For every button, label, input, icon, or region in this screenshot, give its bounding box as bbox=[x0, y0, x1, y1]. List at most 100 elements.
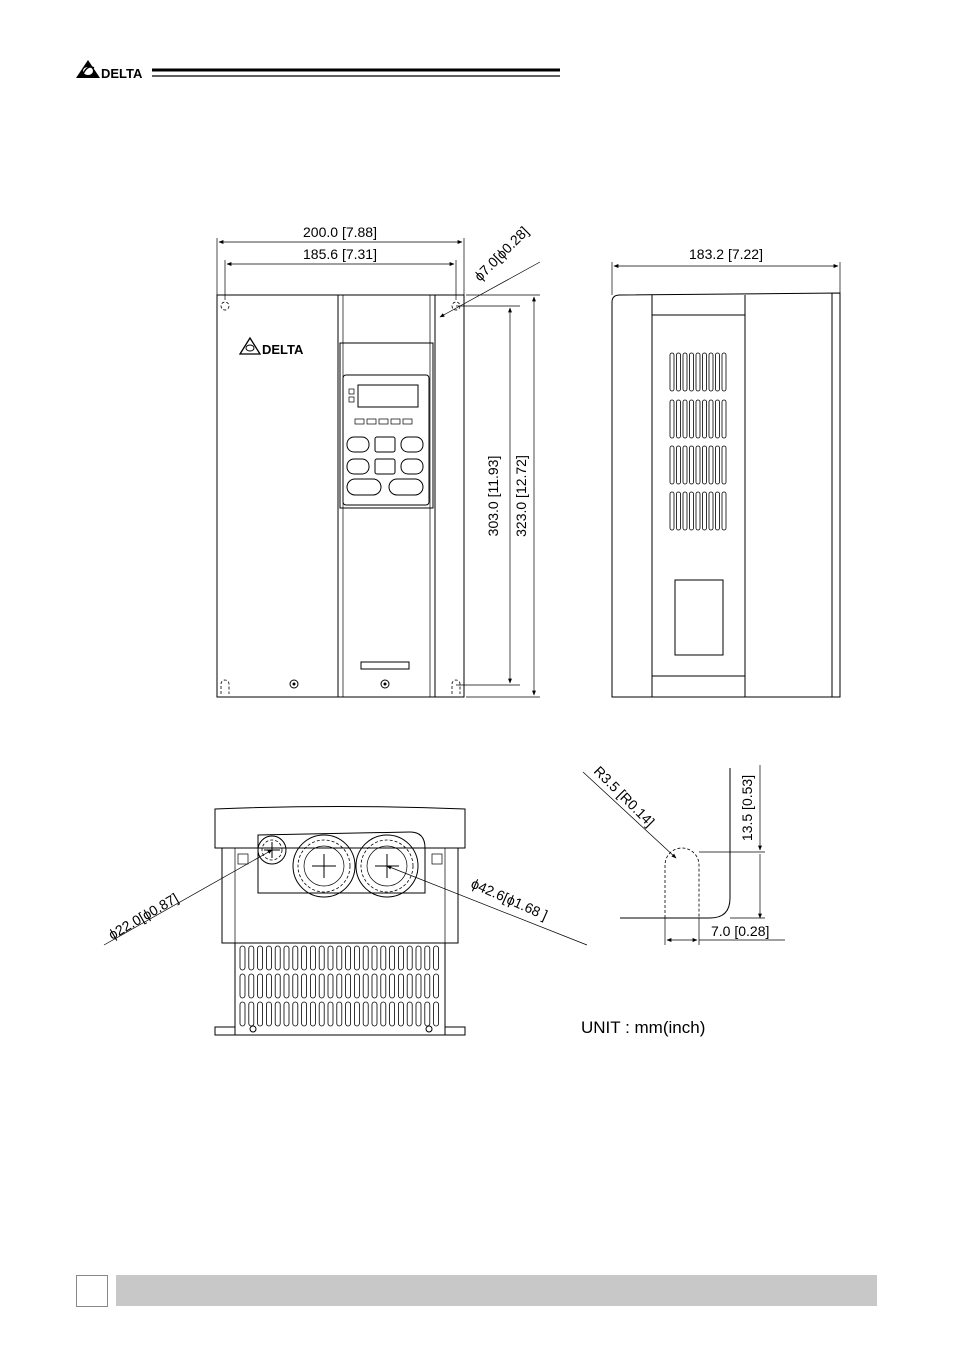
vent-slot bbox=[240, 946, 245, 970]
vent-slot bbox=[354, 946, 359, 970]
vent-slot bbox=[390, 1002, 395, 1026]
vent-slot bbox=[696, 400, 700, 438]
vent-slot bbox=[310, 974, 315, 998]
vent-slot bbox=[284, 946, 289, 970]
vent-slot bbox=[416, 1002, 421, 1026]
dim-small-knockout: ϕ22.0[ϕ0.87] bbox=[106, 890, 182, 943]
vent-slot bbox=[434, 1002, 439, 1026]
vent-slot bbox=[284, 974, 289, 998]
vent-slot bbox=[696, 492, 700, 530]
vent-slot bbox=[310, 946, 315, 970]
vent-slot bbox=[425, 1002, 430, 1026]
vent-slot bbox=[249, 946, 254, 970]
vent-slot bbox=[416, 974, 421, 998]
header-brand-name: DELTA bbox=[101, 66, 143, 81]
vent-slot bbox=[354, 1002, 359, 1026]
vent-slot bbox=[709, 492, 713, 530]
vent-slot bbox=[372, 974, 377, 998]
vent-slot bbox=[266, 1002, 271, 1026]
vent-slot bbox=[703, 492, 707, 530]
bottom-top-cap bbox=[215, 807, 465, 849]
vent-slot bbox=[703, 400, 707, 438]
vent-slot bbox=[722, 492, 726, 530]
vent-slot bbox=[266, 974, 271, 998]
vent-slot bbox=[319, 974, 324, 998]
vent-slot bbox=[434, 974, 439, 998]
vent-slot bbox=[363, 974, 368, 998]
header-logo: DELTA bbox=[76, 60, 143, 81]
vent-slot bbox=[690, 492, 694, 530]
vent-slot bbox=[249, 1002, 254, 1026]
vent-slot bbox=[722, 353, 726, 391]
vent-slot bbox=[275, 1002, 280, 1026]
vent-slot bbox=[696, 353, 700, 391]
front-label-slot bbox=[361, 662, 409, 669]
vent-slot bbox=[381, 946, 386, 970]
vent-slot bbox=[302, 974, 307, 998]
vent-slot bbox=[284, 1002, 289, 1026]
vent-slot bbox=[677, 353, 681, 391]
vent-slot bbox=[258, 946, 263, 970]
vent-slot bbox=[346, 946, 351, 970]
dim-overall-width: 200.0 [7.88] bbox=[303, 224, 377, 240]
vent-slot bbox=[337, 1002, 342, 1026]
vent-slot bbox=[434, 946, 439, 970]
mount-hole-icon bbox=[221, 302, 229, 310]
vent-slot bbox=[722, 446, 726, 484]
vent-slot bbox=[683, 400, 687, 438]
vent-slot bbox=[683, 446, 687, 484]
dim-overall-height: 323.0 [12.72] bbox=[513, 455, 529, 537]
bottom-screw-icon bbox=[426, 1026, 432, 1032]
vent-slot bbox=[346, 974, 351, 998]
vent-slot bbox=[346, 1002, 351, 1026]
vent-slot bbox=[709, 446, 713, 484]
vent-slot bbox=[416, 946, 421, 970]
bottom-screw-icon bbox=[250, 1026, 256, 1032]
vent-slot bbox=[328, 1002, 333, 1026]
dim-depth: 183.2 [7.22] bbox=[689, 246, 763, 262]
vent-slot bbox=[425, 974, 430, 998]
vent-slot bbox=[337, 974, 342, 998]
vent-slot bbox=[240, 1002, 245, 1026]
vent-slot bbox=[363, 1002, 368, 1026]
large-knockout-icon bbox=[293, 835, 355, 897]
vent-slot bbox=[670, 400, 674, 438]
vent-slot bbox=[249, 974, 254, 998]
vent-slot bbox=[677, 446, 681, 484]
dim-slot-width: 7.0 [0.28] bbox=[711, 923, 769, 939]
vent-slot bbox=[690, 353, 694, 391]
vent-slot bbox=[372, 1002, 377, 1026]
dim-large-knockout: ϕ42.6[ϕ1.68 ] bbox=[469, 875, 550, 923]
vent-slot bbox=[398, 974, 403, 998]
vent-slot bbox=[407, 946, 412, 970]
page-number-box bbox=[76, 1275, 108, 1307]
front-delta-logo-icon bbox=[240, 338, 260, 354]
side-vent-grille bbox=[670, 353, 726, 530]
vent-slot bbox=[703, 446, 707, 484]
vent-slot bbox=[337, 946, 342, 970]
vent-slot bbox=[328, 974, 333, 998]
footer-bar bbox=[116, 1275, 877, 1306]
slot-outline bbox=[665, 848, 699, 918]
vent-slot bbox=[266, 946, 271, 970]
keypad-panel bbox=[340, 343, 433, 508]
vent-slot bbox=[716, 353, 720, 391]
vent-slot bbox=[703, 353, 707, 391]
vent-slot bbox=[275, 974, 280, 998]
keypad-display bbox=[358, 385, 418, 407]
vent-slot bbox=[319, 1002, 324, 1026]
dim-mount-height: 303.0 [11.93] bbox=[485, 456, 501, 537]
vent-slot bbox=[258, 1002, 263, 1026]
side-view: 183.2 [7.22] bbox=[612, 246, 840, 697]
vent-slot bbox=[398, 946, 403, 970]
vent-slot bbox=[670, 492, 674, 530]
vent-slot bbox=[381, 1002, 386, 1026]
unit-label: UNIT : mm(inch) bbox=[581, 1018, 705, 1037]
vent-slot bbox=[328, 946, 333, 970]
vent-slot bbox=[363, 946, 368, 970]
vent-slot bbox=[716, 492, 720, 530]
vent-slot bbox=[709, 400, 713, 438]
vent-slot bbox=[716, 400, 720, 438]
vent-slot bbox=[354, 974, 359, 998]
